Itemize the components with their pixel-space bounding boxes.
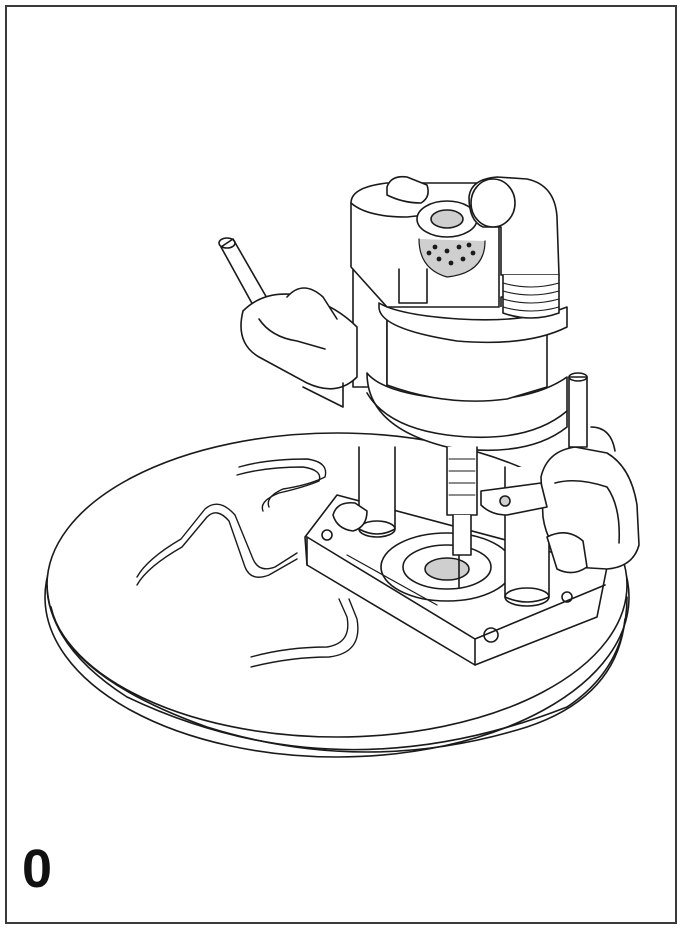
left-handle: [218, 237, 358, 408]
dust-extraction-elbow-icon: [468, 176, 560, 319]
base-lock-knob: [332, 501, 588, 574]
router-motor-housing: [366, 302, 568, 452]
router-illustration: [44, 175, 640, 758]
figure-frame: [5, 5, 677, 924]
figure-label: 0: [22, 839, 53, 899]
cut-line-marks: [136, 458, 359, 668]
router-top-cap: [350, 175, 500, 308]
spindle-collet: [446, 446, 478, 588]
